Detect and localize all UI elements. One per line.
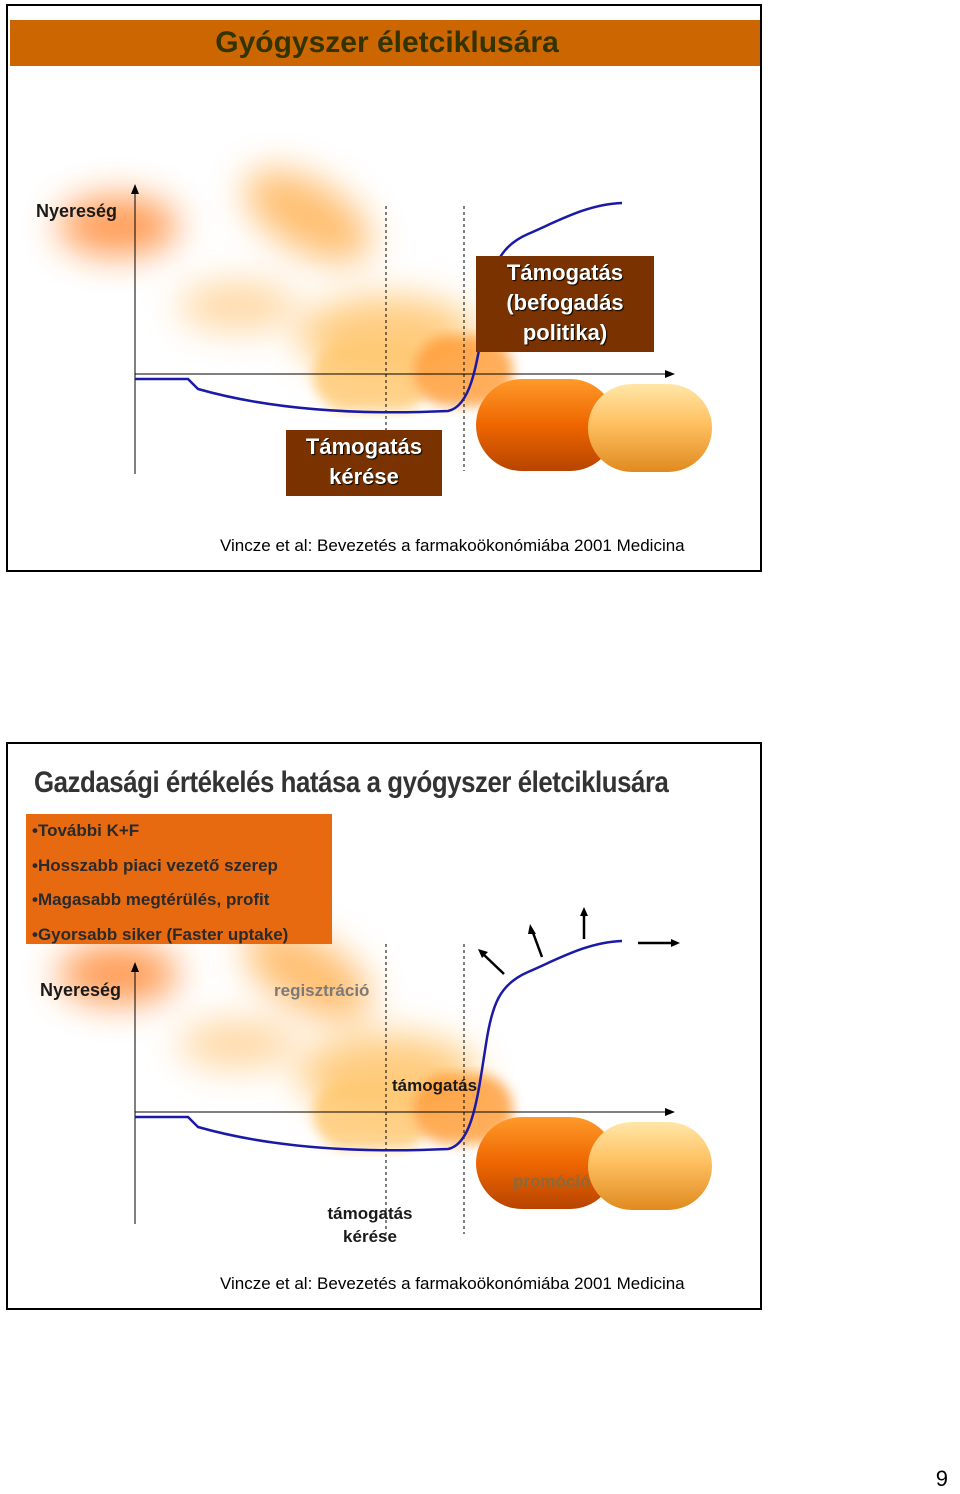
y-axis-label: Nyereség: [40, 980, 122, 1000]
list-item: •Hosszabb piaci vezető szerep: [32, 855, 278, 875]
pill-capsule: [476, 1117, 712, 1210]
y-axis-arrow: [131, 962, 139, 972]
box-line: Támogatás: [506, 260, 624, 285]
pill-background: [58, 169, 712, 472]
slide-1: Gyógyszer életciklusára Nyereség Támogat…: [6, 4, 762, 572]
arrow-2: [530, 929, 544, 958]
support-request-label: támogatás kérése: [314, 1202, 426, 1248]
box-line: Támogatás: [305, 434, 423, 459]
arrow-1: [481, 952, 505, 975]
x-axis-arrow: [665, 370, 675, 378]
citation: Vincze et al: Bevezetés a farmakoökonómi…: [220, 536, 685, 555]
improvement-arrows: [478, 907, 680, 975]
y-axis-label: Nyereség: [36, 201, 118, 221]
list-item: •Magasabb megtérülés, profit: [32, 890, 270, 909]
box-line: politika): [522, 320, 608, 345]
box-line: (befogadás: [506, 290, 624, 315]
x-axis-arrow: [665, 1108, 675, 1116]
pill-background: [58, 927, 712, 1210]
slide-title: Gazdasági értékelés hatása a gyógyszer é…: [34, 766, 669, 799]
registration-label: regisztráció: [274, 981, 370, 1000]
support-label: támogatás: [392, 1076, 478, 1095]
support-request-box: Támogatás kérése: [286, 430, 442, 496]
promotion-label: promóció: [513, 1172, 591, 1191]
label-line: támogatás: [327, 1204, 413, 1223]
benefits-list: •További K+F •Hosszabb piaci vezető szer…: [26, 814, 332, 944]
list-item: •További K+F: [32, 821, 140, 840]
slide-2: Gazdasági értékelés hatása a gyógyszer é…: [6, 742, 762, 1310]
slide-title: Gyógyszer életciklusára: [10, 20, 760, 66]
pill-capsule: [476, 379, 712, 472]
box-line: kérése: [329, 464, 399, 489]
list-item: •Gyorsabb siker (Faster uptake): [32, 924, 289, 944]
page-number: 9: [935, 1466, 948, 1491]
y-axis-arrow: [131, 184, 139, 194]
lifecycle-diagram: [131, 907, 680, 1234]
label-line: kérése: [343, 1227, 397, 1246]
profit-curve: [135, 939, 623, 1152]
support-policy-box: Támogatás (befogadás politika): [476, 256, 654, 352]
citation: Vincze et al: Bevezetés a farmakoökonómi…: [220, 1274, 685, 1293]
